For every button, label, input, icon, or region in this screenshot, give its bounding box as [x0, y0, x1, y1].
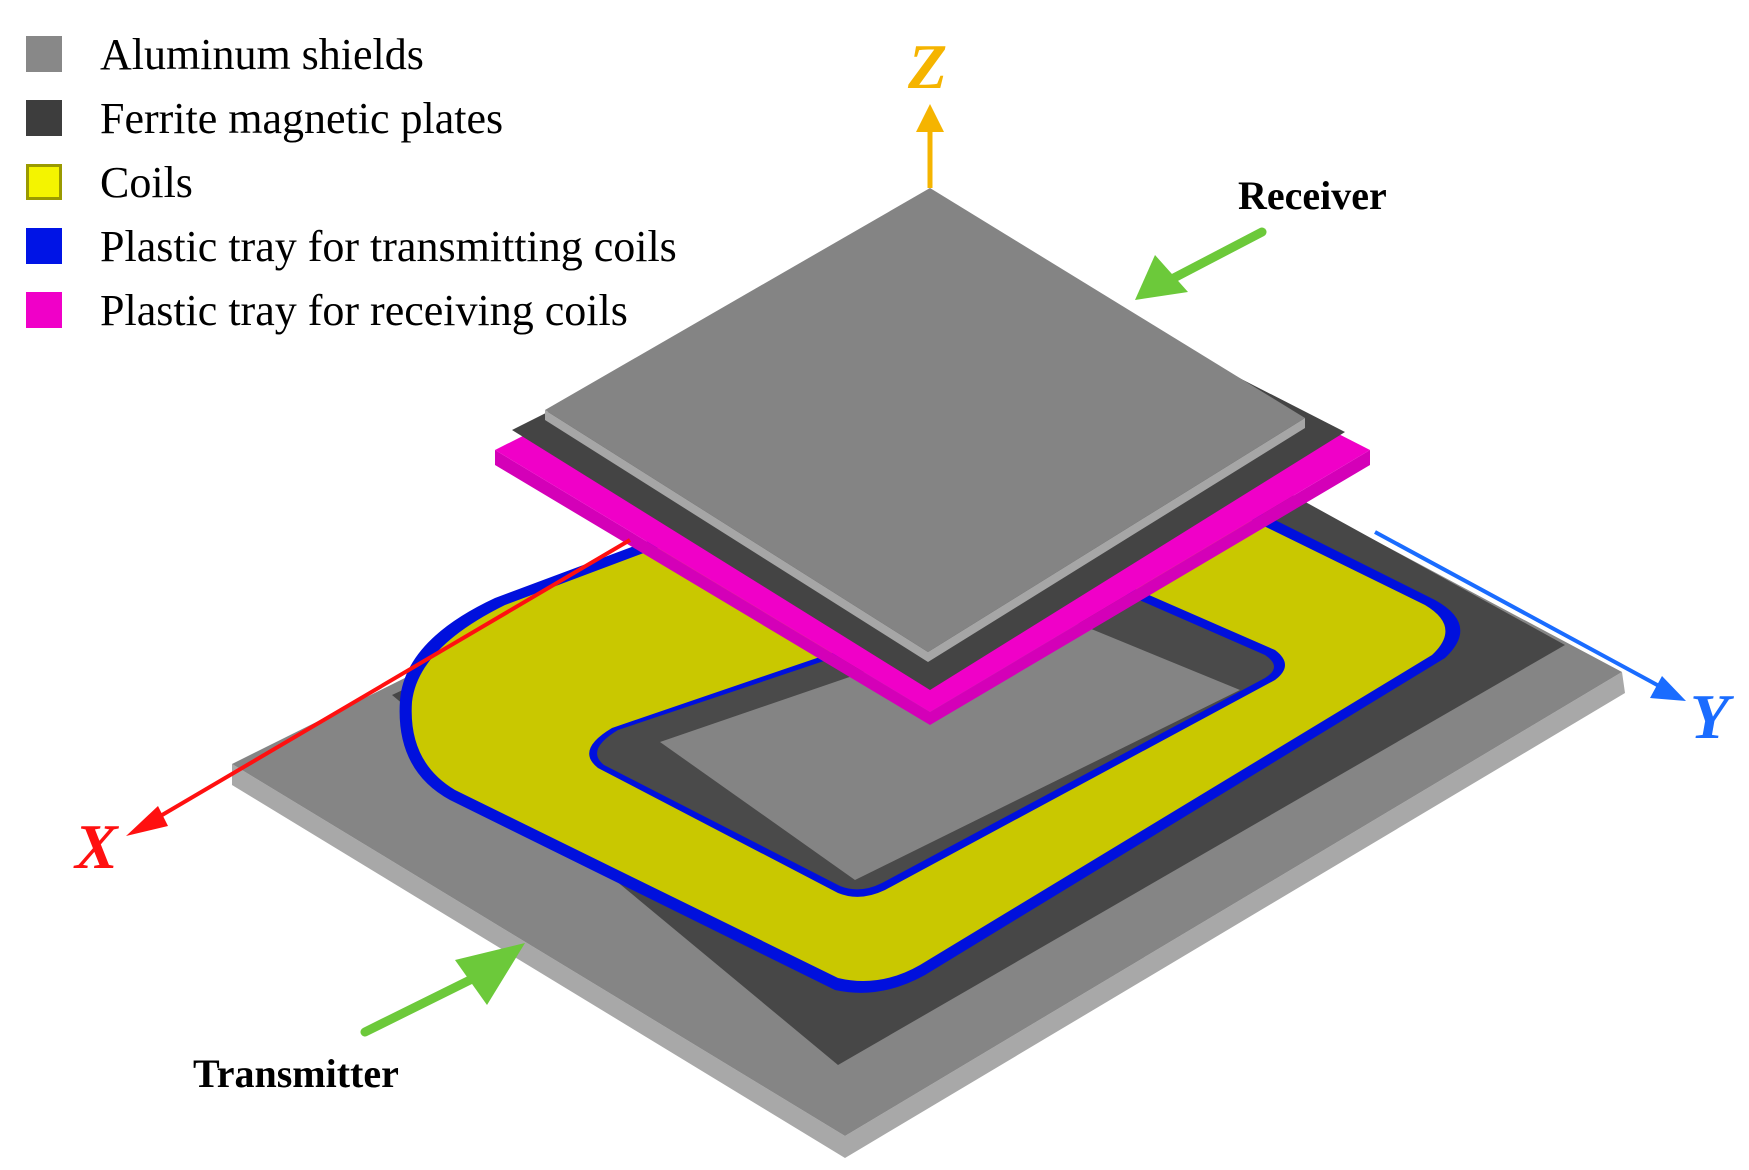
transmitter-label: Transmitter [193, 1051, 399, 1096]
receiver-label: Receiver [1238, 173, 1387, 218]
y-axis-arrowhead [1650, 676, 1686, 701]
legend-label: Plastic tray for receiving coils [100, 285, 628, 335]
transmitter-callout-arrow-line [360, 975, 475, 1037]
legend-item-tx-tray: Plastic tray for transmitting coils [26, 214, 677, 278]
legend-swatch-tx-tray [26, 228, 62, 264]
transmitter-callout-arrowhead [455, 943, 525, 1005]
receiver-aluminum-shield [545, 188, 1305, 652]
legend-label: Aluminum shields [100, 29, 424, 79]
legend-label: Coils [100, 157, 193, 207]
x-axis-arrowhead [126, 806, 168, 836]
z-axis-arrowhead [916, 104, 944, 132]
legend-swatch-ferrite [26, 100, 62, 136]
receiver-callout-arrow-line [1165, 227, 1267, 285]
legend-swatch-aluminum [26, 36, 62, 72]
transmitter-center-aluminum [660, 610, 1240, 880]
receiver-callout-arrowhead [1135, 255, 1188, 300]
legend-label: Plastic tray for transmitting coils [100, 221, 677, 271]
z-axis-label: Z [908, 31, 948, 102]
legend-item-rx-tray: Plastic tray for receiving coils [26, 278, 677, 342]
legend: Aluminum shields Ferrite magnetic plates… [26, 22, 677, 342]
legend-item-ferrite-plates: Ferrite magnetic plates [26, 86, 677, 150]
legend-label: Ferrite magnetic plates [100, 93, 504, 143]
y-axis-label: Y [1690, 681, 1730, 752]
legend-swatch-rx-tray [26, 292, 62, 328]
x-axis-label: X [75, 811, 118, 882]
legend-swatch-coils [26, 164, 62, 200]
legend-item-aluminum-shields: Aluminum shields [26, 22, 677, 86]
legend-item-coils: Coils [26, 150, 677, 214]
x-axis-line [138, 538, 632, 830]
y-axis-line [1374, 530, 1673, 695]
